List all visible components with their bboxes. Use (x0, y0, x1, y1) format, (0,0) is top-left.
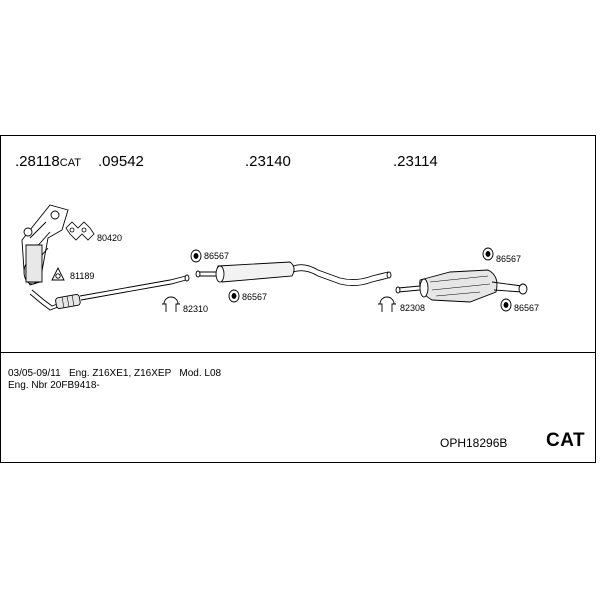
gasket-80420-part (65, 221, 95, 241)
callout-81189: 81189 (70, 271, 94, 281)
callout-86567-a: 86567 (204, 251, 229, 261)
callout-82310: 82310 (183, 304, 208, 314)
part-number-28118: .28118CAT (15, 153, 81, 170)
part-number-23114: .23114 (393, 153, 438, 170)
mount-86567-part-c (482, 247, 494, 261)
rear-silencer-23114-part (395, 269, 528, 303)
clamp-82310-part (162, 296, 180, 312)
callout-86567-d: 86567 (514, 303, 539, 313)
catalytic-manifold-part (21, 204, 69, 286)
vehicle-info-line1: 03/05-09/11 Eng. Z16XE1, Z16XEP Mod. L08 (8, 368, 222, 379)
mount-86567-part-b (228, 289, 240, 303)
info-divider (0, 352, 596, 353)
cat-label: CAT (546, 430, 586, 451)
diagram-frame (0, 135, 596, 463)
mount-86567-part-a (190, 249, 202, 263)
callout-86567-b: 86567 (242, 292, 267, 302)
callout-80420: 80420 (97, 233, 122, 243)
callout-86567-c: 86567 (496, 254, 521, 264)
set-code: OPH18296B (440, 436, 508, 450)
clamp-82308-part (378, 296, 396, 312)
front-pipe-09542-part (29, 274, 190, 311)
vehicle-info: 03/05-09/11 Eng. Z16XE1, Z16XEP Mod. L08… (8, 368, 221, 392)
callout-82308: 82308 (400, 303, 425, 313)
gasket-81189-part (51, 266, 65, 281)
vehicle-info-line2: Eng. Nbr 20FB9418- (8, 380, 100, 391)
middle-silencer-23140-part (195, 261, 392, 287)
part-number-23140: .23140 (245, 153, 291, 170)
mount-86567-part-d (500, 298, 512, 312)
part-number-09542: .09542 (98, 153, 144, 170)
